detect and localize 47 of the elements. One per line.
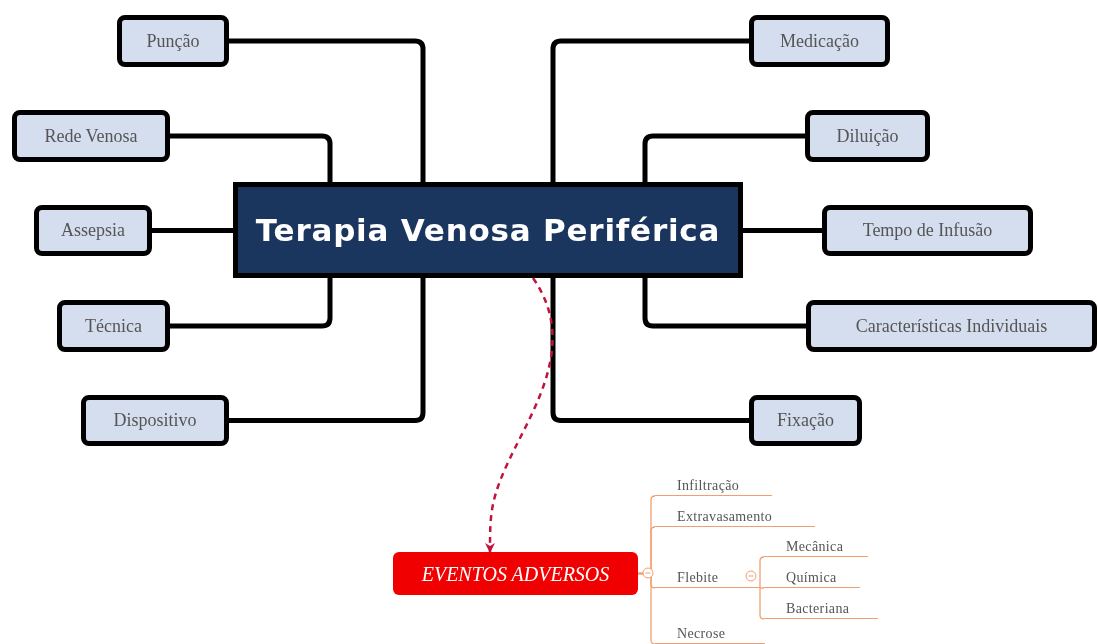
connector-line xyxy=(229,38,426,182)
connector-line xyxy=(759,587,765,620)
connector-line xyxy=(743,228,822,233)
node-label: Terapia Venosa Periférica xyxy=(255,210,721,250)
node-label: Assepsia xyxy=(61,219,125,242)
node-label: Necrose xyxy=(677,627,726,641)
connector-line xyxy=(550,278,749,423)
node-label: Química xyxy=(786,571,837,585)
central-topic-box xyxy=(233,182,743,278)
connector-line xyxy=(642,133,805,182)
connector-line xyxy=(759,587,765,589)
node-label: Extravasamento xyxy=(677,510,773,524)
adverse-events-box xyxy=(393,552,638,595)
node-label: Infiltração xyxy=(677,479,740,493)
node-label: Dispositivo xyxy=(113,409,197,432)
connector-line xyxy=(759,556,765,589)
node-label: Características Individuais xyxy=(855,314,1048,338)
connector-line xyxy=(170,278,333,329)
connector-line xyxy=(170,133,333,182)
node-label: Mecânica xyxy=(786,540,844,554)
node-label: Bacteriana xyxy=(786,602,850,616)
connector-line xyxy=(229,278,426,423)
node-label: Punção xyxy=(146,29,200,53)
connector-line xyxy=(642,278,806,329)
topic-box xyxy=(806,300,1097,352)
topic-box xyxy=(822,205,1033,256)
topic-box xyxy=(12,110,170,162)
topic-box xyxy=(805,110,930,162)
topic-box xyxy=(81,395,229,446)
node-label: Fixação xyxy=(777,409,834,432)
node-label: EVENTOS ADVERSOS xyxy=(421,561,610,587)
node-label: Tempo de Infusão xyxy=(862,219,993,242)
topic-box xyxy=(57,300,170,352)
node-label: Rede Venosa xyxy=(44,124,138,148)
node-label: Diluição xyxy=(836,124,899,148)
connector-line xyxy=(550,38,749,182)
topic-box xyxy=(749,395,862,446)
node-label: Técnica xyxy=(85,314,142,338)
topic-box xyxy=(749,15,890,67)
topic-box xyxy=(117,15,229,67)
node-label: Flebite xyxy=(677,571,719,585)
node-label: Medicação xyxy=(780,29,859,53)
topic-box xyxy=(34,205,152,256)
connector-line xyxy=(152,228,233,233)
dashed-arrow xyxy=(485,277,554,553)
subtopic-item xyxy=(655,626,765,644)
connector-line xyxy=(637,572,656,644)
